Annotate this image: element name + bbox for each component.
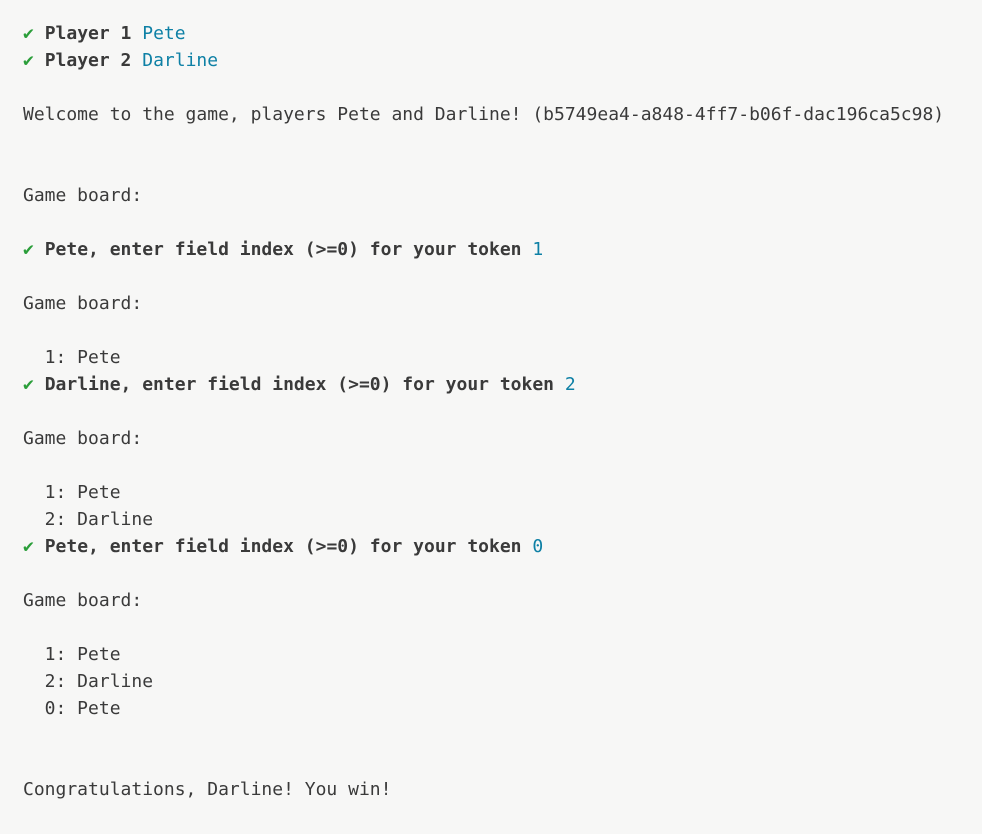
- output-text: 2: Darline: [23, 671, 154, 692]
- output-text: 1: Pete: [23, 482, 121, 503]
- prompt-text: Pete, enter field index (>=0) for your t…: [44, 239, 533, 260]
- output-text: 1: Pete: [23, 347, 121, 368]
- answer-text: 2: [564, 374, 576, 395]
- prompt-text: Player 1: [44, 23, 143, 44]
- prompt-text: Player 2: [44, 50, 143, 71]
- output-text: 1: Pete: [23, 644, 121, 665]
- answer-text: 1: [532, 239, 544, 260]
- blank-line: [23, 614, 972, 641]
- blank-line: [23, 209, 972, 236]
- move-prompt-2: ✔ Darline, enter field index (>=0) for y…: [23, 371, 972, 398]
- game-board-heading: Game board:: [23, 290, 972, 317]
- board-row: 1: Pete: [23, 344, 972, 371]
- output-text: 2: Darline: [23, 509, 154, 530]
- blank-line: [23, 155, 972, 182]
- blank-line: [23, 722, 972, 749]
- output-text: Game board:: [23, 428, 143, 449]
- check-icon: ✔: [23, 536, 45, 557]
- move-prompt-1: ✔ Pete, enter field index (>=0) for your…: [23, 236, 972, 263]
- blank-line: [23, 452, 972, 479]
- player-2-prompt: ✔ Player 2 Darline: [23, 47, 972, 74]
- game-board-heading: Game board:: [23, 587, 972, 614]
- answer-text: 0: [532, 536, 544, 557]
- blank-line: [23, 749, 972, 776]
- game-board-heading: Game board:: [23, 425, 972, 452]
- output-text: Game board:: [23, 185, 143, 206]
- board-row: 2: Darline: [23, 668, 972, 695]
- answer-text: Pete: [142, 23, 186, 44]
- prompt-text: Darline, enter field index (>=0) for you…: [44, 374, 565, 395]
- blank-line: [23, 560, 972, 587]
- check-icon: ✔: [23, 239, 45, 260]
- blank-line: [23, 398, 972, 425]
- blank-line: [23, 317, 972, 344]
- game-board-heading: Game board:: [23, 182, 972, 209]
- board-row: 2: Darline: [23, 506, 972, 533]
- check-icon: ✔: [23, 23, 45, 44]
- output-text: Game board:: [23, 293, 143, 314]
- prompt-text: Pete, enter field index (>=0) for your t…: [44, 536, 533, 557]
- welcome-message: Welcome to the game, players Pete and Da…: [23, 101, 972, 128]
- check-icon: ✔: [23, 374, 45, 395]
- output-text: Game board:: [23, 590, 143, 611]
- blank-line: [23, 128, 972, 155]
- blank-line: [23, 263, 972, 290]
- board-row: 1: Pete: [23, 641, 972, 668]
- player-1-prompt: ✔ Player 1 Pete: [23, 20, 972, 47]
- output-text: 0: Pete: [23, 698, 121, 719]
- check-icon: ✔: [23, 50, 45, 71]
- board-row: 0: Pete: [23, 695, 972, 722]
- answer-text: Darline: [142, 50, 219, 71]
- blank-line: [23, 74, 972, 101]
- win-message: Congratulations, Darline! You win!: [23, 776, 972, 803]
- output-text: Congratulations, Darline! You win!: [23, 779, 392, 800]
- move-prompt-3: ✔ Pete, enter field index (>=0) for your…: [23, 533, 972, 560]
- output-text: Welcome to the game, players Pete and Da…: [23, 104, 945, 125]
- board-row: 1: Pete: [23, 479, 972, 506]
